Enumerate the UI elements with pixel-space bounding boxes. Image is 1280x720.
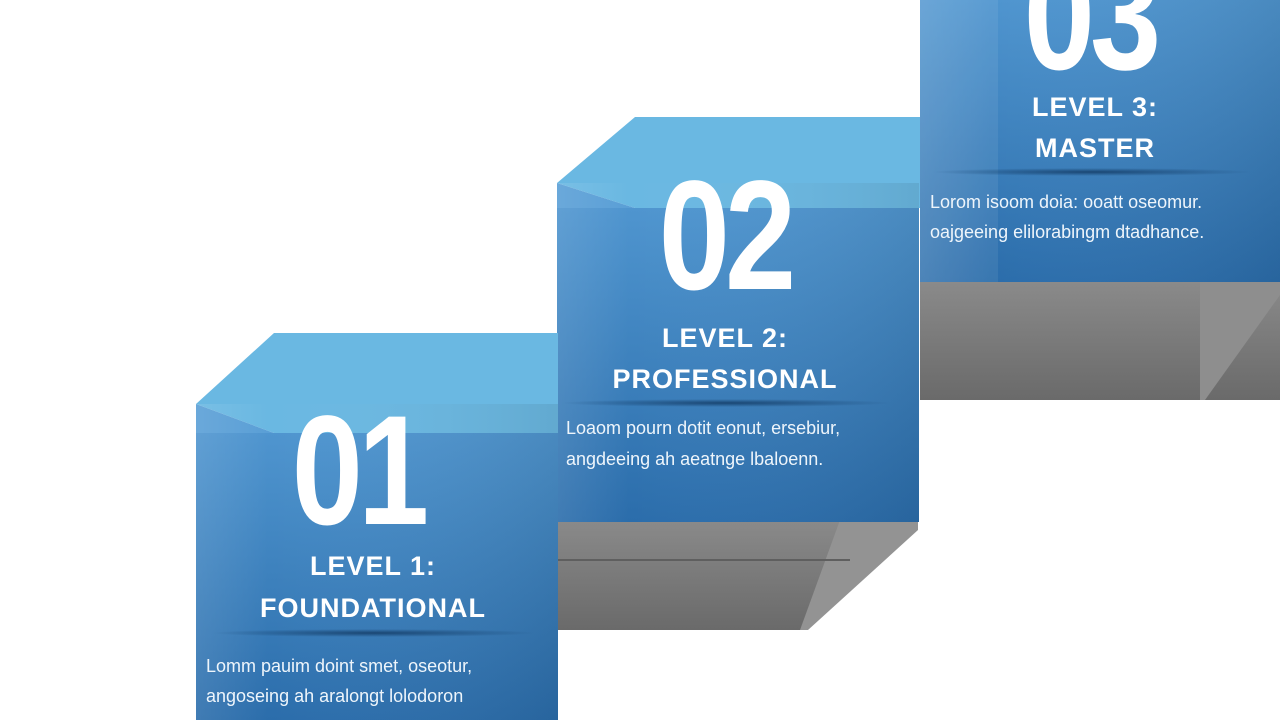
level-3-description-line1: Lorom isoom doia: ooatt oseomur. xyxy=(930,192,1203,212)
level-1-description-line2: angoseing ah aralongt lolodoron xyxy=(206,686,464,706)
block-3-divider xyxy=(932,168,1252,176)
level-2-name: PROFESSIONAL xyxy=(612,364,838,394)
level-1-description-line1: Lomm pauim doint smet, oseotur, xyxy=(206,656,473,676)
block-2-base-side xyxy=(800,520,918,630)
block-2-divider xyxy=(561,399,891,407)
level-2-title: LEVEL 2: xyxy=(661,323,789,353)
block-3 xyxy=(920,0,1280,400)
level-3-description-line2: oajgeeing elilorabingm dtadhance. xyxy=(930,222,1205,242)
block-1-divider xyxy=(212,629,536,637)
level-1-number: 01 xyxy=(291,384,429,558)
level-2-number: 02 xyxy=(658,149,796,323)
level-3-title: LEVEL 3: xyxy=(1031,92,1159,122)
block-3-base-front xyxy=(920,282,1280,400)
block-1 xyxy=(196,333,558,720)
block-2 xyxy=(557,117,920,630)
level-3-number: 03 xyxy=(1023,0,1161,103)
level-1-title: LEVEL 1: xyxy=(309,551,437,581)
level-1-name: FOUNDATIONAL xyxy=(260,593,486,623)
block-3-base-side xyxy=(1200,282,1280,400)
level-2-description-line2: angdeeing ah aeatnge lbaloenn. xyxy=(566,449,824,469)
level-2-description-line1: Loaom pourn dotit eonut, ersebiur, xyxy=(566,418,841,438)
level-3-name: MASTER xyxy=(1035,133,1155,163)
